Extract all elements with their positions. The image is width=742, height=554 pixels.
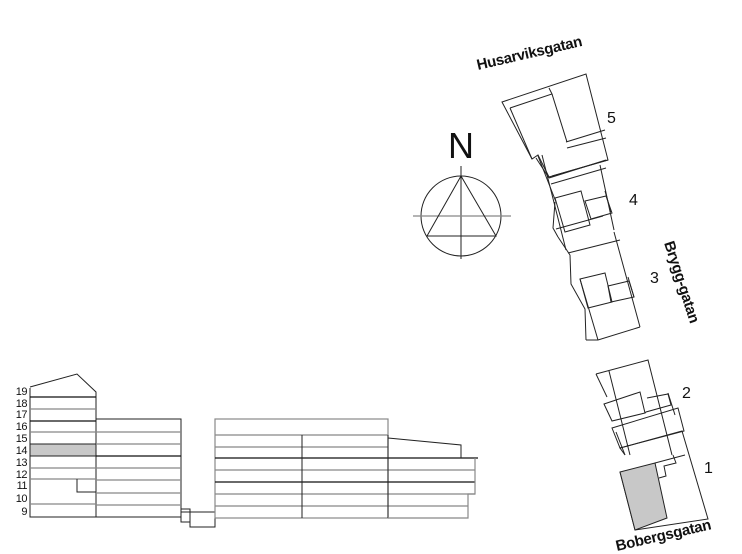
building-3-outline xyxy=(557,231,641,341)
floor-label: 15 xyxy=(16,433,28,445)
street-label-husarviksgatan: Husarviksgatan xyxy=(475,33,584,74)
street-label-brygg-gatan: Brygg-gatan xyxy=(660,239,702,325)
building-2-outline xyxy=(595,359,685,456)
floor-label: 10 xyxy=(16,493,28,505)
building-number-2: 2 xyxy=(682,385,691,402)
floor-label: 19 xyxy=(16,386,28,398)
building-number-5: 5 xyxy=(607,110,616,127)
highlighted-apartment-plan xyxy=(619,462,668,531)
street-label-bobergsgatan: Bobergsgatan xyxy=(614,516,713,554)
building-5-outline xyxy=(501,73,609,179)
floor-labels: 19 18 17 16 15 14 13 12 11 10 9 xyxy=(16,386,28,518)
floor-label-highlighted: 14 xyxy=(16,445,28,457)
floor-label: 18 xyxy=(16,398,28,410)
floor-label: 12 xyxy=(16,469,28,481)
building-1-outline xyxy=(619,430,709,531)
elevation-drawing xyxy=(29,373,478,528)
building-number-1: 1 xyxy=(704,460,713,477)
highlighted-floor-14 xyxy=(29,443,97,457)
floor-label: 9 xyxy=(21,506,27,518)
floor-label: 13 xyxy=(16,457,28,469)
building-number-3: 3 xyxy=(650,270,659,287)
floor-label: 16 xyxy=(16,421,28,433)
north-arrow-icon: N xyxy=(413,125,511,259)
north-label: N xyxy=(448,125,474,166)
building-4-outline xyxy=(537,154,621,254)
floor-label: 17 xyxy=(16,409,28,421)
building-number-4: 4 xyxy=(629,192,638,209)
floor-label: 11 xyxy=(17,480,28,492)
